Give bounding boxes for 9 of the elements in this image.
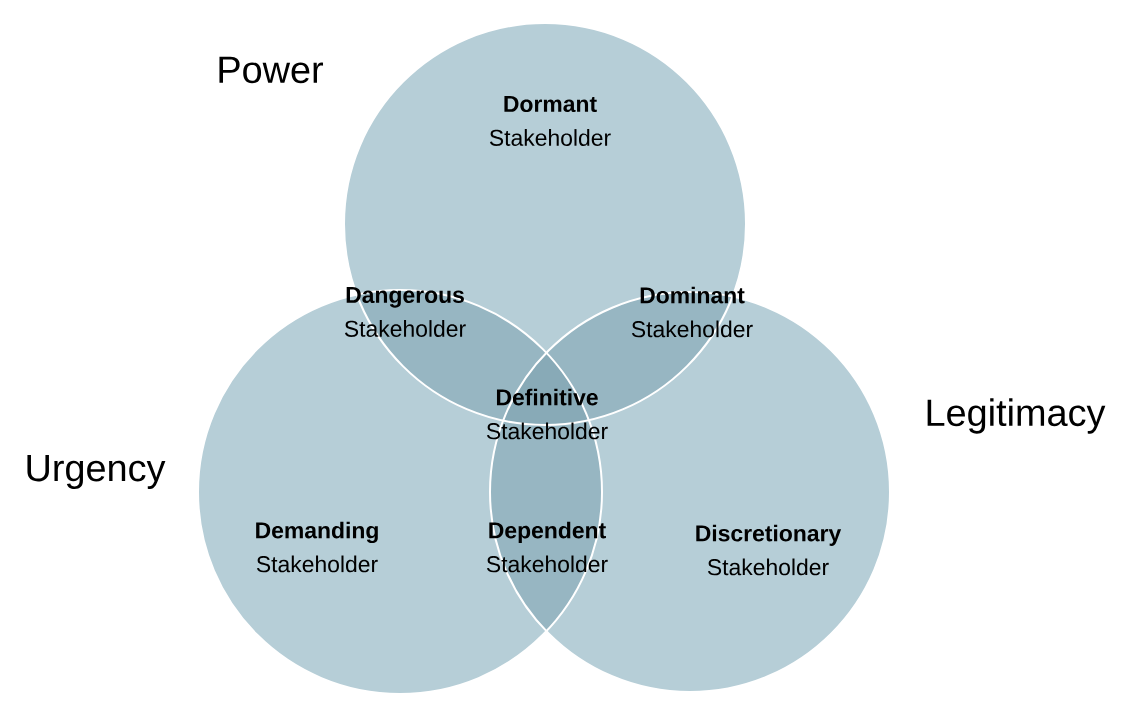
region-label: Dependent Stakeholder	[486, 521, 608, 573]
region-label: Discretionary Stakeholder	[696, 524, 842, 576]
region-label: Dangerous Stakeholder	[344, 287, 466, 337]
region-label: Dominant Stakeholder	[631, 286, 753, 338]
region-label: Demanding Stakeholder	[256, 521, 378, 573]
circle-title: Urgency	[27, 455, 166, 489]
circle-title: Legitimacy	[927, 398, 1106, 434]
circle-title: Power	[219, 56, 323, 84]
region-label: Dormant Stakeholder	[489, 96, 611, 146]
